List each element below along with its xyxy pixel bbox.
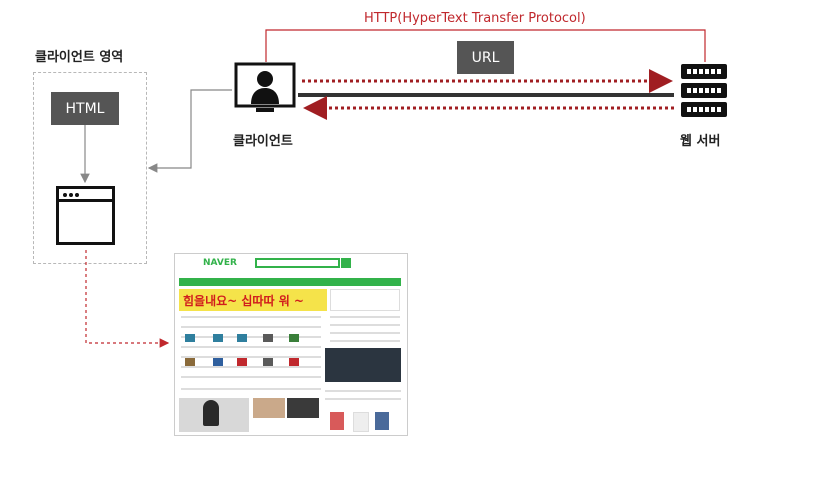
web-server-icon [679,62,729,120]
screenshot-search-button [341,258,351,268]
html-box-label: HTML [65,100,105,117]
server-label: 웹 서버 [680,134,721,149]
screenshot-nav-bar [179,278,401,286]
http-protocol-label: HTTP(HyperText Transfer Protocol) [364,11,586,26]
html-box: HTML [51,92,119,125]
browser-to-screenshot-link [85,250,170,348]
screenshot-banner-text: 힘을내요~ 십따따 워 ~ [183,293,304,308]
screenshot-banner: 힘을내요~ 십따따 워 ~ [179,289,327,311]
screenshot-login-box [330,289,400,311]
client-area-title: 클라이언트 영역 [35,50,124,65]
screenshot-search-box [255,258,340,268]
client-to-area-line [147,89,232,173]
url-box: URL [457,41,514,74]
client-computer-icon [234,62,296,116]
screenshot-news-photo [325,348,401,382]
web-page-screenshot: NAVER 힘을내요~ 십따따 워 ~ [174,253,408,436]
client-label: 클라이언트 [233,134,293,149]
url-box-label: URL [471,49,500,66]
http-bracket-line [265,29,706,62]
client-area [33,72,147,264]
naver-logo: NAVER [203,258,237,268]
browser-window-icon [56,186,115,245]
